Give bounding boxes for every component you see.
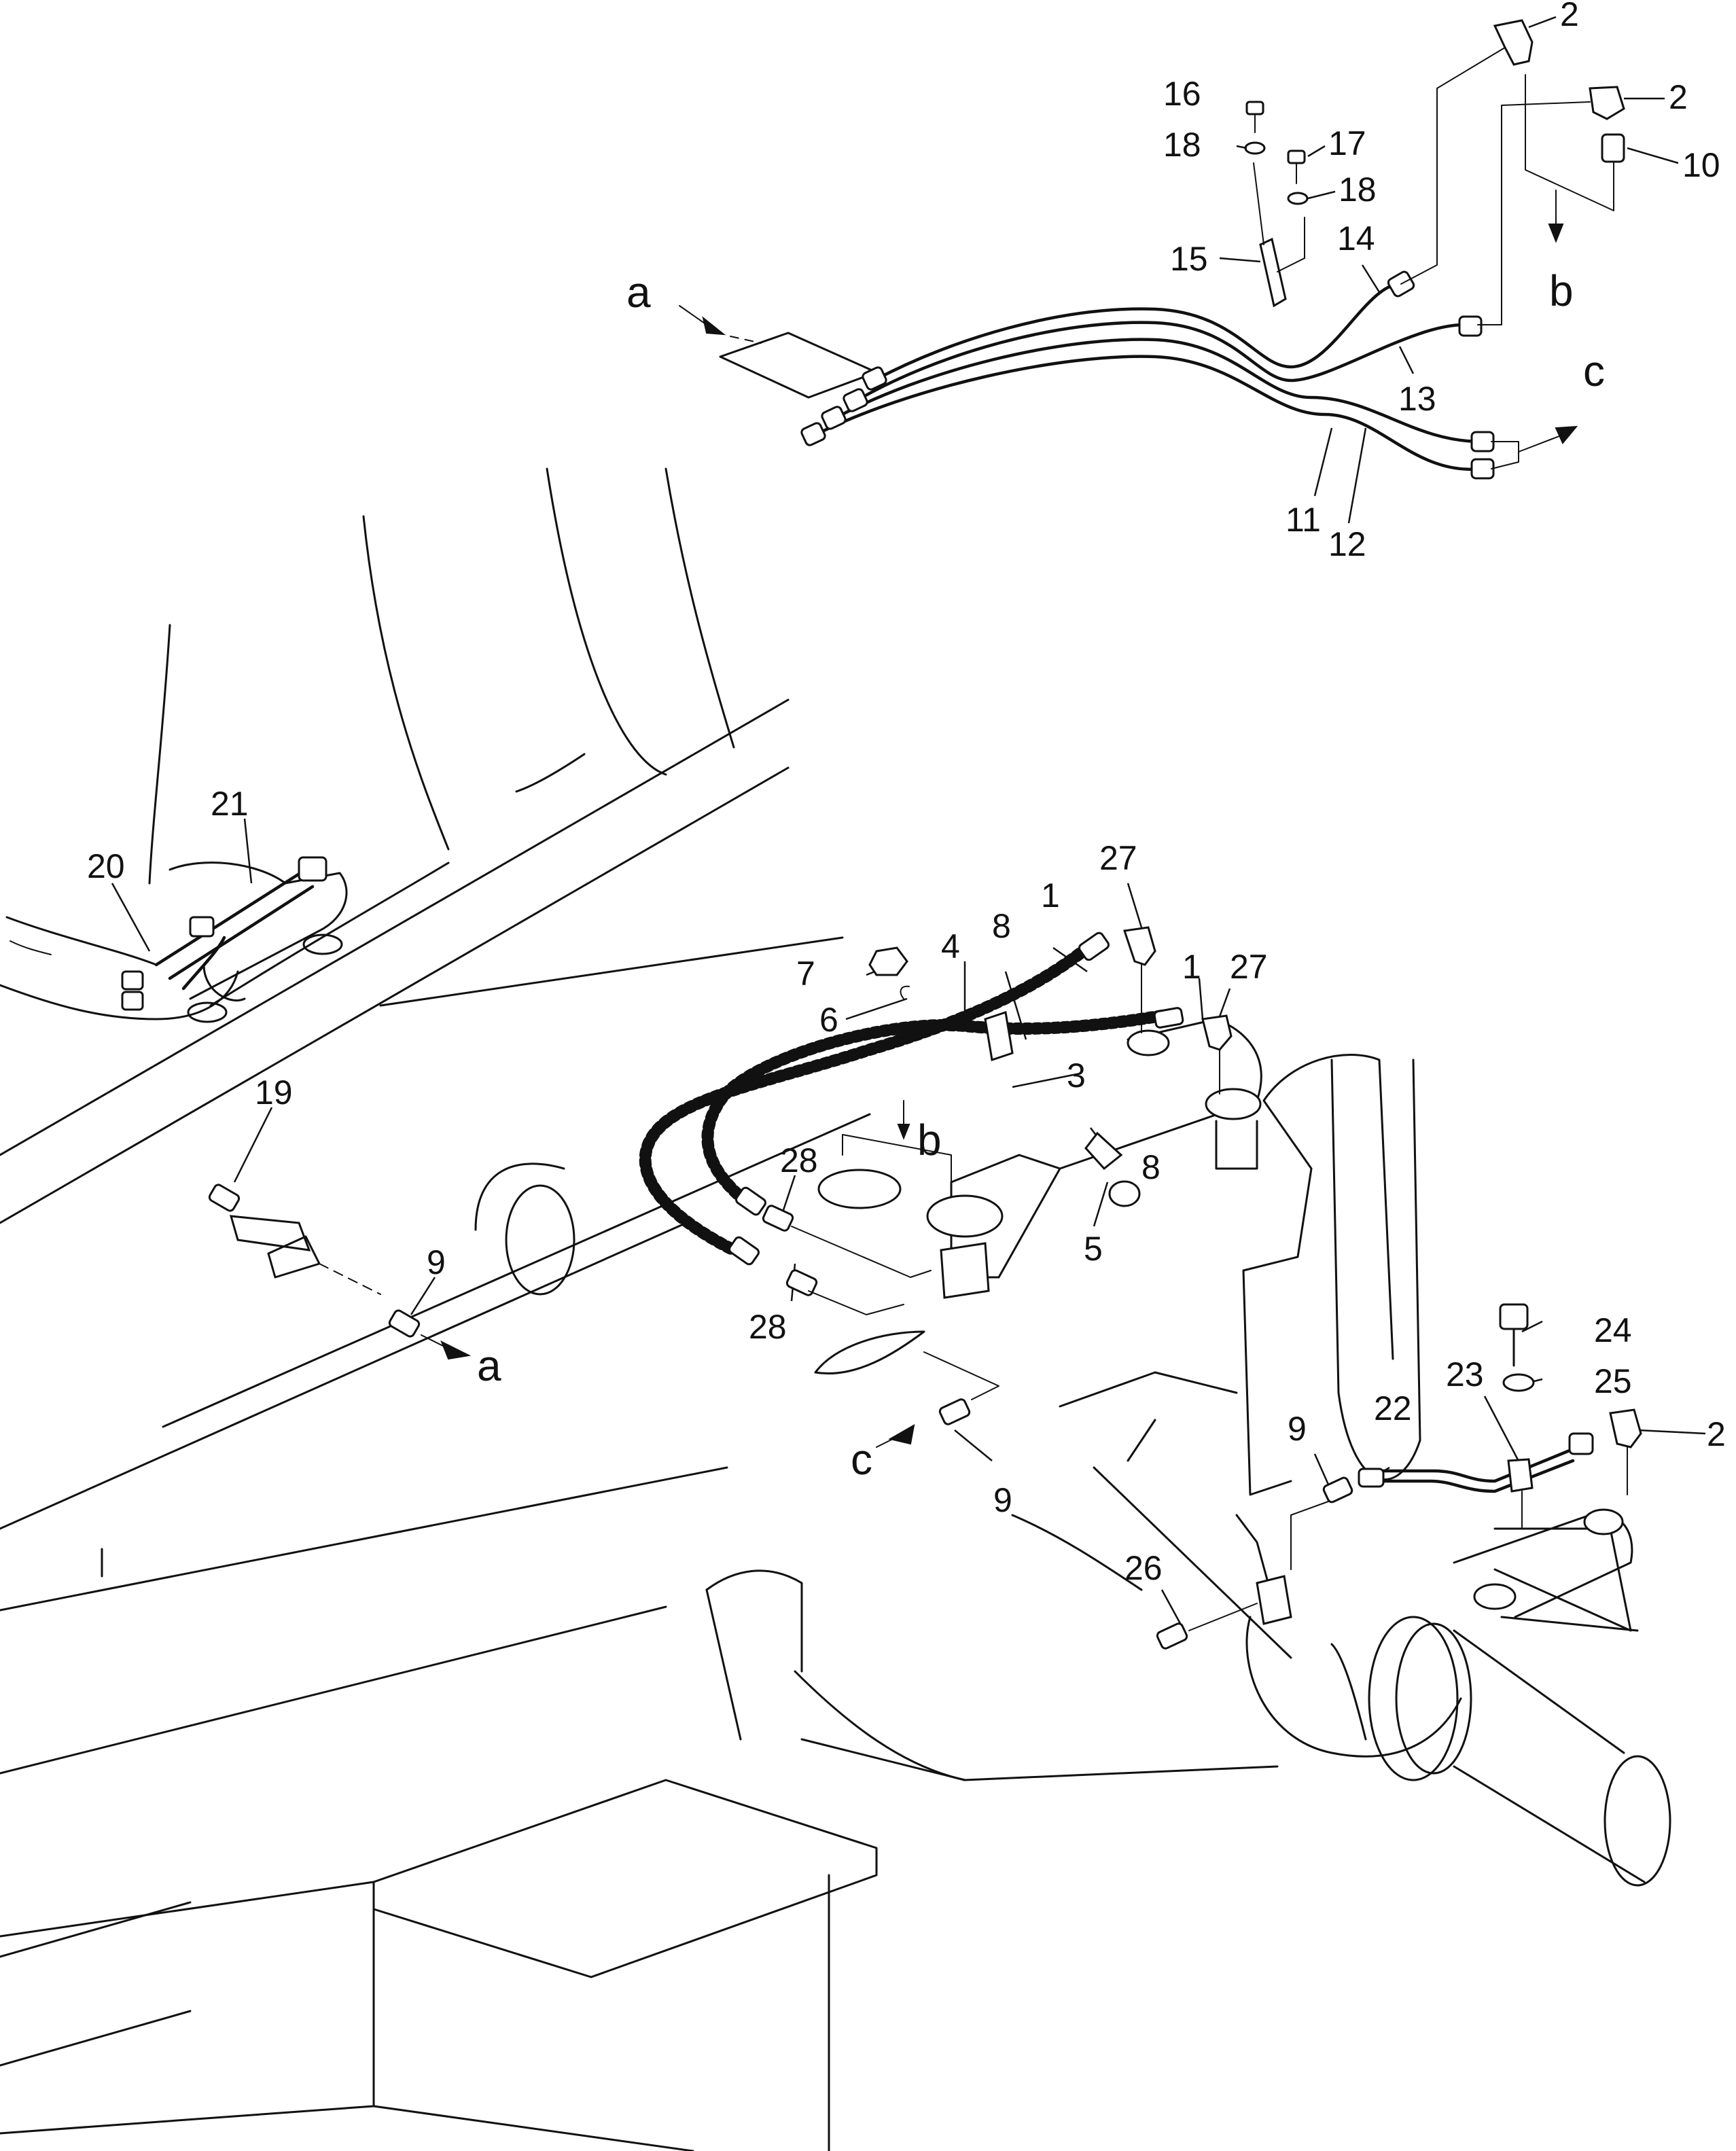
hose-assembly bbox=[639, 926, 1233, 1448]
ref-letter-c-top: c bbox=[1583, 346, 1605, 395]
ref-letter-b-top: b bbox=[1549, 266, 1574, 315]
callout-11: 11 bbox=[1286, 501, 1321, 539]
callout-19: 19 bbox=[255, 1073, 293, 1112]
callout-9-mid: 9 bbox=[993, 1481, 1012, 1519]
tube-bundle-assembly bbox=[679, 19, 1625, 480]
callout-14: 14 bbox=[1337, 219, 1375, 257]
callout-20: 20 bbox=[87, 847, 125, 885]
callout-25: 25 bbox=[1594, 1362, 1632, 1400]
callout-16: 16 bbox=[1163, 75, 1201, 113]
callout-1-left: 1 bbox=[1041, 876, 1060, 914]
callout-2-bottom: 2 bbox=[1707, 1415, 1726, 1453]
callout-24: 24 bbox=[1594, 1311, 1632, 1349]
callout-1-right: 1 bbox=[1182, 948, 1201, 986]
callout-17: 17 bbox=[1328, 124, 1366, 162]
callout-23: 23 bbox=[1446, 1355, 1484, 1393]
callout-22: 22 bbox=[1374, 1389, 1412, 1427]
callout-27-right: 27 bbox=[1230, 948, 1268, 986]
callout-5: 5 bbox=[1084, 1230, 1103, 1268]
callout-13: 13 bbox=[1398, 380, 1436, 418]
left-fitting-group bbox=[121, 856, 472, 1360]
callout-8-upper: 8 bbox=[992, 907, 1011, 945]
callout-12: 12 bbox=[1328, 525, 1366, 563]
ref-letter-a-bottom: a bbox=[477, 1341, 501, 1390]
right-fitting-group bbox=[1156, 1303, 1642, 1650]
callout-9-left: 9 bbox=[427, 1243, 446, 1281]
callout-26: 26 bbox=[1124, 1549, 1163, 1587]
ref-letter-b-mid: b bbox=[917, 1116, 942, 1165]
callout-8-lower: 8 bbox=[1141, 1148, 1161, 1186]
leader-lines bbox=[111, 16, 1706, 1628]
callout-9-right: 9 bbox=[1288, 1410, 1307, 1448]
ref-letter-c-bottom: c bbox=[851, 1435, 872, 1484]
callout-6: 6 bbox=[819, 1001, 838, 1039]
callout-27-left: 27 bbox=[1099, 839, 1137, 877]
callout-15: 15 bbox=[1170, 240, 1208, 278]
ref-letter-a-top: a bbox=[626, 268, 651, 317]
frame-structure bbox=[0, 467, 1671, 2151]
callout-18-right: 18 bbox=[1339, 171, 1377, 209]
callout-10: 10 bbox=[1682, 146, 1720, 184]
callout-28-upper: 28 bbox=[780, 1141, 818, 1179]
callout-28-lower: 28 bbox=[749, 1308, 787, 1346]
callout-7: 7 bbox=[796, 955, 815, 993]
callout-18-left: 18 bbox=[1163, 126, 1201, 164]
callout-labels: 2 2 10 16 17 18 18 15 14 13 11 12 a b c … bbox=[87, 0, 1726, 1587]
callout-2-top: 2 bbox=[1560, 0, 1579, 33]
callout-4: 4 bbox=[941, 927, 960, 965]
callout-21: 21 bbox=[211, 785, 249, 823]
callout-3: 3 bbox=[1067, 1056, 1086, 1095]
callout-2-second: 2 bbox=[1669, 78, 1688, 116]
